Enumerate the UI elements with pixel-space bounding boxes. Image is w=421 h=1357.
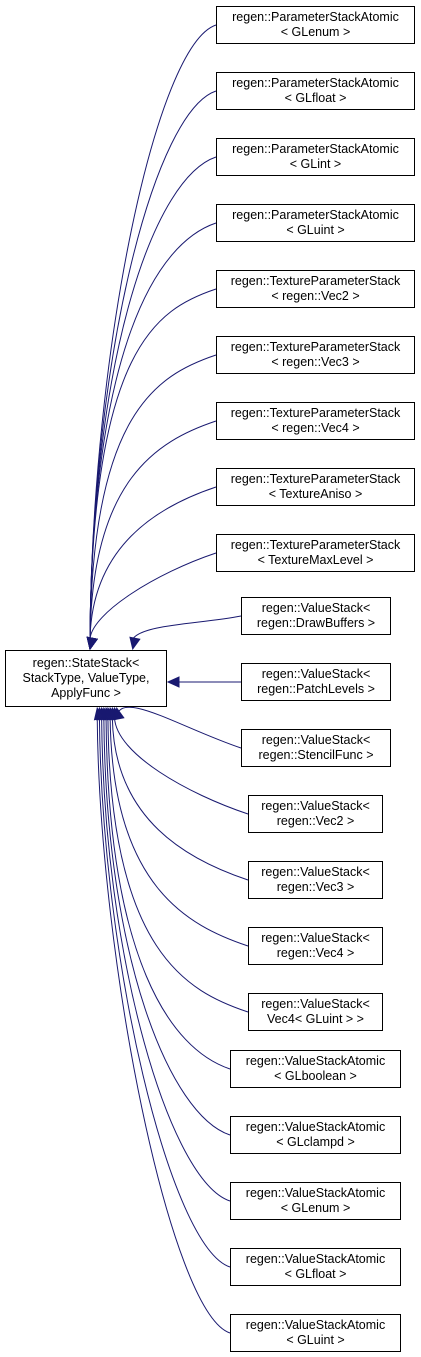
class-name-line: < GLenum > (280, 25, 351, 39)
class-name-line: regen::ParameterStackAtomic (232, 142, 399, 156)
inheritance-edge (89, 420, 217, 640)
class-name-line: < regen::Vec4 > (271, 421, 360, 435)
class-name-line: < GLenum > (280, 1201, 351, 1215)
base-class-node[interactable]: regen::StateStack<StackType, ValueType,A… (5, 650, 167, 707)
derived-class-node[interactable]: regen::ValueStack<regen::Vec4 > (248, 927, 383, 965)
derived-class-node[interactable]: regen::ValueStackAtomic< GLclampd > (230, 1116, 401, 1154)
inheritance-edge (89, 156, 217, 640)
derived-class-node[interactable]: regen::ParameterStackAtomic< GLenum > (216, 6, 415, 44)
class-name-line: < GLboolean > (274, 1069, 357, 1083)
derived-class-node[interactable]: regen::ValueStack<regen::DrawBuffers > (241, 597, 391, 635)
derived-class-node[interactable]: regen::ParameterStackAtomic< GLfloat > (216, 72, 415, 110)
class-name-line: regen::DrawBuffers > (256, 616, 376, 630)
class-name-line: StackType, ValueType, (22, 671, 150, 685)
class-name-line: < GLint > (289, 157, 342, 171)
class-name-line: regen::ValueStackAtomic (245, 1318, 386, 1332)
inheritance-edge (105, 717, 231, 1070)
class-name-line: regen::Vec3 > (276, 880, 355, 894)
class-name-line: < regen::Vec2 > (271, 289, 360, 303)
derived-class-node[interactable]: regen::ValueStackAtomic< GLenum > (230, 1182, 401, 1220)
class-name-line: < TextureAniso > (268, 487, 363, 501)
inheritance-edge (111, 717, 249, 881)
arrowhead-icon (86, 636, 98, 651)
class-name-line: < GLfloat > (284, 1267, 347, 1281)
class-name-line: Vec4< GLuint > > (267, 1012, 364, 1026)
class-name-line: regen::ValueStack< (261, 733, 371, 747)
class-name-line: regen::ValueStack< (261, 997, 370, 1011)
class-name-line: regen::ValueStack< (261, 931, 370, 945)
class-name-line: regen::Vec2 > (276, 814, 355, 828)
arrowhead-icon (166, 676, 180, 688)
class-name-line: regen::ValueStack< (261, 799, 370, 813)
class-name-line: regen::Vec4 > (276, 946, 355, 960)
class-name-line: regen::TextureParameterStack (230, 406, 401, 420)
class-name-line: regen::PatchLevels > (257, 682, 375, 696)
class-name-line: regen::TextureParameterStack (230, 274, 401, 288)
class-name-line: ApplyFunc > (51, 686, 121, 700)
inheritance-edge (103, 717, 231, 1136)
derived-class-node[interactable]: regen::ValueStackAtomic< GLuint > (230, 1314, 401, 1352)
derived-class-node[interactable]: regen::ValueStack<regen::StencilFunc > (241, 729, 391, 767)
derived-class-node[interactable]: regen::TextureParameterStack< regen::Vec… (216, 336, 415, 374)
class-name-line: regen::ParameterStackAtomic (232, 208, 399, 222)
class-name-line: regen::TextureParameterStack (230, 472, 401, 486)
class-name-line: regen::ValueStack< (261, 865, 370, 879)
inheritance-edge (101, 717, 231, 1202)
arrowhead-icon (129, 636, 141, 651)
class-name-line: < regen::Vec3 > (271, 355, 360, 369)
class-name-line: regen::ValueStackAtomic (245, 1120, 386, 1134)
class-name-line: regen::StateStack< (32, 656, 140, 670)
inheritance-edge (132, 615, 242, 640)
class-name-line: < GLuint > (286, 1333, 345, 1347)
class-name-line: regen::ValueStack< (261, 601, 371, 615)
class-name-line: regen::ValueStackAtomic (245, 1186, 386, 1200)
derived-class-node[interactable]: regen::ValueStack<regen::Vec2 > (248, 795, 383, 833)
derived-class-node[interactable]: regen::ValueStack<Vec4< GLuint > > (248, 993, 383, 1031)
inheritance-edge (89, 354, 217, 640)
derived-class-node[interactable]: regen::ValueStackAtomic< GLfloat > (230, 1248, 401, 1286)
class-name-line: regen::TextureParameterStack (230, 538, 401, 552)
class-name-line: regen::ValueStack< (261, 667, 371, 681)
derived-class-node[interactable]: regen::ValueStackAtomic< GLboolean > (230, 1050, 401, 1088)
class-name-line: regen::ValueStackAtomic (245, 1252, 386, 1266)
class-name-line: < GLfloat > (284, 91, 347, 105)
inheritance-edge (89, 288, 217, 640)
inheritance-edge (109, 717, 249, 947)
inheritance-edge (89, 24, 217, 640)
class-name-line: < TextureMaxLevel > (257, 553, 374, 567)
arrowhead-icon (93, 706, 106, 721)
class-name-line: regen::StencilFunc > (258, 748, 374, 762)
inheritance-edge (116, 706, 242, 749)
derived-class-node[interactable]: regen::TextureParameterStack< regen::Vec… (216, 270, 415, 308)
inheritance-edge (98, 717, 231, 1268)
derived-class-node[interactable]: regen::ParameterStackAtomic< GLuint > (216, 204, 415, 242)
inheritance-edge (89, 486, 217, 640)
inheritance-edge (107, 717, 249, 1013)
class-name-line: regen::ParameterStackAtomic (232, 10, 399, 24)
class-name-line: regen::ValueStackAtomic (245, 1054, 386, 1068)
class-name-line: < GLclampd > (276, 1135, 355, 1149)
derived-class-node[interactable]: regen::ValueStack<regen::PatchLevels > (241, 663, 391, 701)
derived-class-node[interactable]: regen::ParameterStackAtomic< GLint > (216, 138, 415, 176)
class-name-line: < GLuint > (286, 223, 345, 237)
inheritance-edge (96, 717, 231, 1334)
derived-class-node[interactable]: regen::TextureParameterStack< regen::Vec… (216, 402, 415, 440)
inheritance-edge (114, 717, 249, 815)
derived-class-node[interactable]: regen::TextureParameterStack< TextureAni… (216, 468, 415, 506)
inheritance-edge (89, 552, 217, 640)
derived-class-node[interactable]: regen::ValueStack<regen::Vec3 > (248, 861, 383, 899)
class-name-line: regen::ParameterStackAtomic (232, 76, 399, 90)
derived-class-node[interactable]: regen::TextureParameterStack< TextureMax… (216, 534, 415, 572)
class-name-line: regen::TextureParameterStack (230, 340, 401, 354)
